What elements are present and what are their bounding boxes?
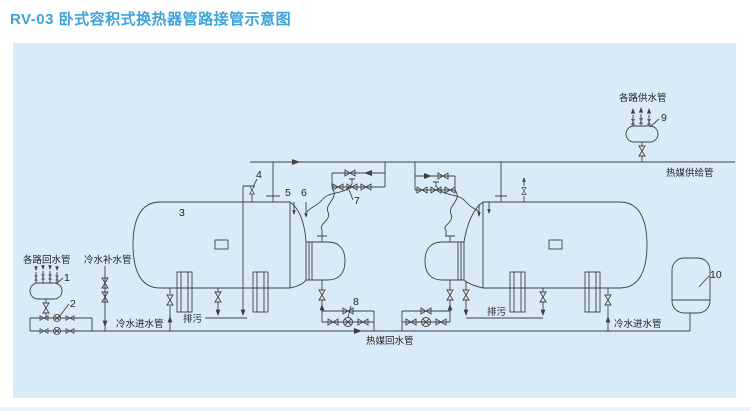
makeup-label: 冷水补水管 xyxy=(84,254,132,266)
expansion-tank: 10 xyxy=(671,257,722,314)
bottom-main-pipe: 热媒回水管 xyxy=(92,313,691,347)
callout-10: 10 xyxy=(710,269,722,281)
return-header-label: 各路回水管 xyxy=(23,254,71,266)
drain-left-label: 排污 xyxy=(183,313,203,325)
cold-inlet-left: 冷水进水管 xyxy=(116,288,174,331)
control-valve-group-right xyxy=(414,162,481,236)
control-valve-group-left: 7 xyxy=(306,162,386,236)
heat-return-label: 热媒回水管 xyxy=(366,335,414,347)
callout-3: 3 xyxy=(179,207,185,219)
supply-header-label: 各路供水管 xyxy=(619,92,667,104)
footer-strip xyxy=(0,407,750,411)
diagram-panel xyxy=(13,43,736,398)
cold-inlet-right: 冷水进水管 xyxy=(604,288,662,331)
meter-group-left: 8 xyxy=(321,296,375,331)
callout-8: 8 xyxy=(353,296,359,308)
drain-right-label: 排污 xyxy=(487,306,507,318)
page-title: RV-03 卧式容积式换热器管路接管示意图 xyxy=(10,11,292,28)
safety-valve-left: 4 xyxy=(240,169,262,316)
cold-inlet-left-label: 冷水进水管 xyxy=(116,318,164,330)
callout-7: 7 xyxy=(354,195,360,207)
heat-supply-label: 热媒供给管 xyxy=(666,167,714,179)
pump-group: 2 xyxy=(29,298,93,336)
cold-inlet-right-label: 冷水进水管 xyxy=(614,318,662,330)
supply-manifold: 各路供水管 9 xyxy=(619,92,667,162)
makeup-line: 冷水补水管 xyxy=(84,254,132,331)
meter-group-right xyxy=(401,307,451,331)
callout-2: 2 xyxy=(70,298,76,310)
callout-1: 1 xyxy=(64,272,70,284)
callout-6: 6 xyxy=(301,187,307,199)
top-header-pipe: 热媒供给管 xyxy=(250,159,735,179)
temp-sensors-left: 5 6 xyxy=(285,187,308,218)
drain-right: 排污 xyxy=(462,282,547,319)
callout-5: 5 xyxy=(285,187,291,199)
return-manifold: 各路回水管 1 xyxy=(23,254,71,318)
right-tank xyxy=(424,162,648,313)
drain-left: 排污 xyxy=(183,288,247,325)
left-tank: 3 xyxy=(132,162,346,313)
callout-9: 9 xyxy=(661,112,667,124)
callout-4: 4 xyxy=(256,169,262,181)
